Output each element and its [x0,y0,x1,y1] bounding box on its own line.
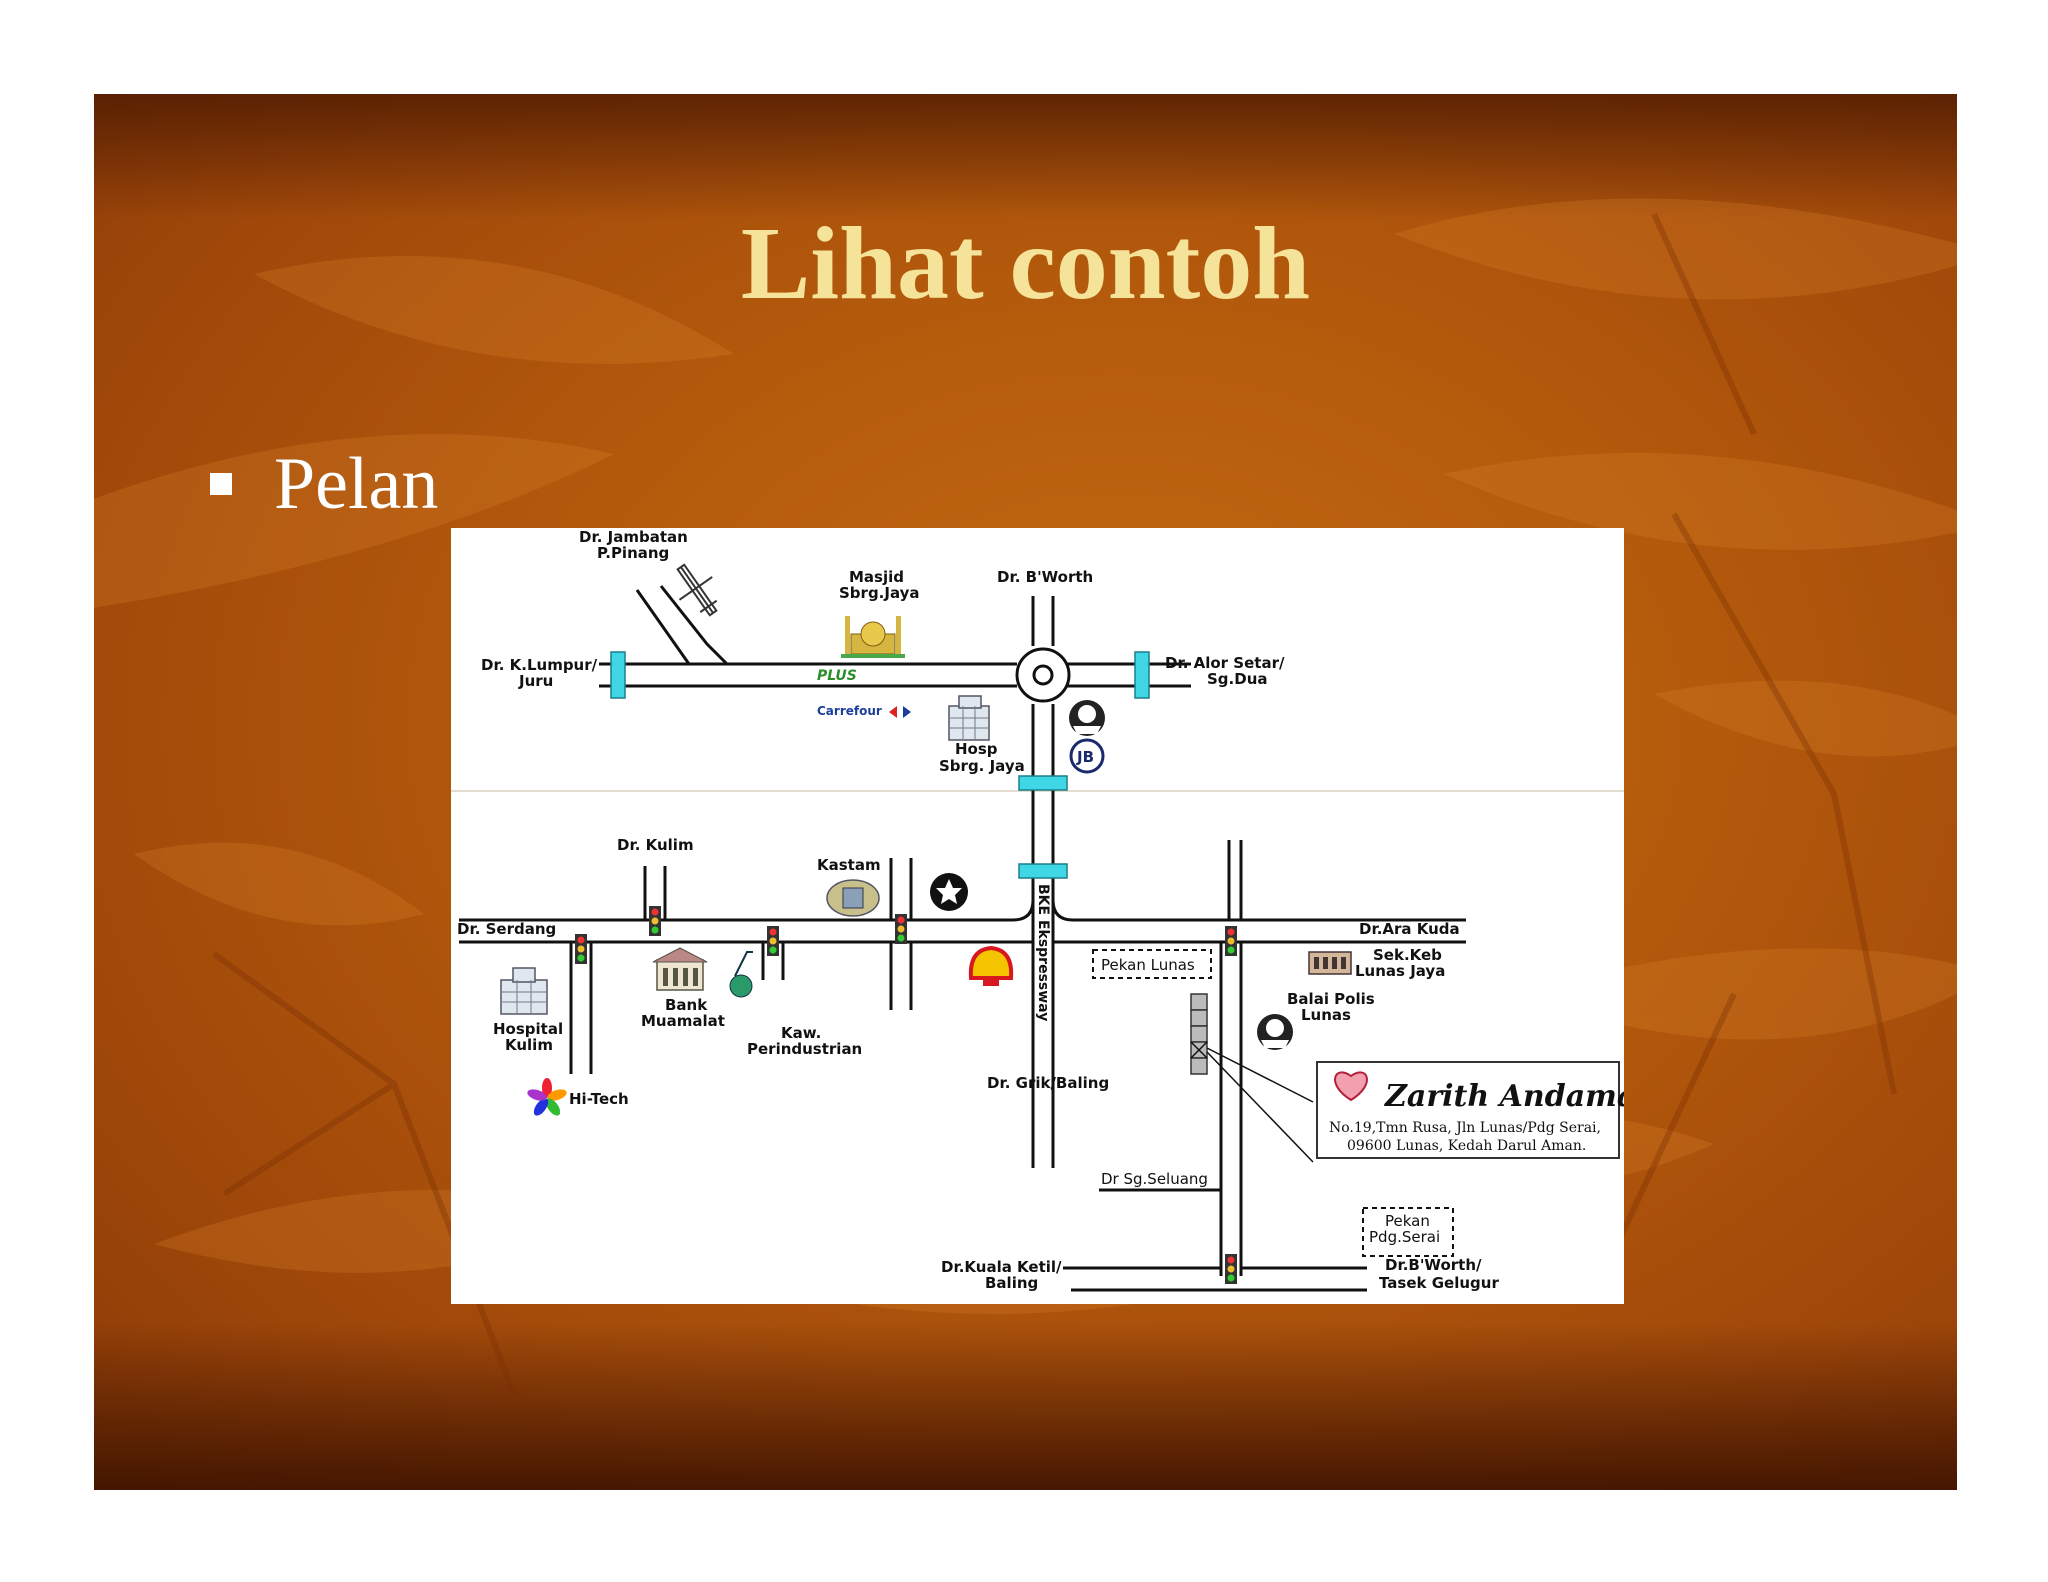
industrial-logo-icon [729,951,753,998]
venue-address-line-2: 09600 Lunas, Kedah Darul Aman. [1347,1138,1586,1154]
label-hospital-1: Hospital [493,1020,563,1038]
label-pekan-pdg-2: Pdg.Serai [1369,1228,1440,1246]
label-kaw-1: Kaw. [781,1024,821,1042]
bullet-label: Pelan [274,442,439,525]
label-bworth-top: Dr. B'Worth [997,568,1093,586]
roundabout-icon [1015,647,1071,703]
location-map: PLUS Carrefour [451,528,1624,1304]
label-bworth-tasek-1: Dr.B'Worth/ [1385,1256,1482,1274]
label-kastam: Kastam [817,856,881,874]
label-jambatan-1: Dr. Jambatan [579,528,688,546]
carrefour-label: Carrefour [817,704,882,718]
label-bke-expressway: BKE Ekspressway [1035,884,1051,1021]
label-klumpur-1: Dr. K.Lumpur/ [481,656,598,674]
label-jambatan-2: P.Pinang [597,544,669,562]
customs-crest-icon [826,879,880,917]
label-sg-seluang: Dr Sg.Seluang [1101,1170,1208,1188]
police-crest-icon [1069,700,1105,736]
road-jambatan-2 [659,585,729,666]
toll-marker-east [1134,651,1150,699]
venue-address-line-1: No.19,Tmn Rusa, Jln Lunas/Pdg Serai, [1329,1120,1601,1136]
label-bworth-tasek-2: Tasek Gelugur [1379,1274,1499,1292]
label-bank-2: Muamalat [641,1012,725,1030]
label-pekan-pdg-1: Pekan [1385,1212,1430,1230]
carrefour-logo-icon: Carrefour [817,704,911,718]
traffic-light-icon [575,906,1237,1284]
label-kuala-ketil-1: Dr.Kuala Ketil/ [941,1258,1062,1276]
hospital-building-icon [500,967,548,1015]
mosque-icon [841,616,905,658]
bullet-item: Pelan [210,439,438,529]
bank-building-icon [652,947,708,991]
school-building-icon [1308,951,1352,975]
slide: Lihat contoh Pelan [94,94,1957,1490]
label-alor-setar-1: Dr. Alor Setar/ [1165,654,1285,672]
label-bank-1: Bank [665,996,708,1014]
label-hosp-2: Sbrg. Jaya [939,757,1025,775]
label-balai-polis-2: Lunas [1301,1006,1351,1024]
label-kaw-2: Perindustrian [747,1040,862,1058]
jkr-logo-icon: JB [1069,738,1105,774]
shell-logo-icon [968,945,1014,986]
pekan-pdg-serai-box [1362,1207,1454,1257]
label-ara-kuda: Dr.Ara Kuda [1359,920,1460,938]
slide-title: Lihat contoh [740,206,1311,321]
toll-marker-west [610,651,626,699]
airplane-icon [676,563,718,617]
plus-logo-icon: PLUS [815,668,955,684]
police-crest-icon [1257,1014,1293,1050]
label-hospital-2: Kulim [505,1036,553,1054]
venue-name: Zarith Andaman [1384,1079,1624,1114]
label-kuala-ketil-2: Baling [985,1274,1038,1292]
hospital-building-icon [948,695,990,741]
curve-ne [1051,899,1074,922]
bullet-square-icon [210,473,232,495]
label-serdang: Dr. Serdang [457,920,556,938]
toll-marker-bke-south [1018,863,1068,879]
label-grik: Dr. Grik/Baling [987,1074,1109,1092]
label-sek-keb-1: Sek.Keb [1373,946,1442,964]
shophouse-row [1190,993,1208,1075]
venue-callout: Zarith Andaman No.19,Tmn Rusa, Jln Lunas… [1316,1061,1624,1159]
jkr-label: JB [1076,748,1094,766]
label-masjid-2: Sbrg.Jaya [839,584,920,602]
label-balai-polis-1: Balai Polis [1287,990,1375,1008]
label-klumpur-2: Juru [518,672,553,690]
label-masjid-1: Masjid [849,568,904,586]
label-pekan-lunas: Pekan Lunas [1101,956,1195,974]
map-drawing: PLUS Carrefour [451,528,1624,1292]
plus-logo-label: PLUS [817,668,857,684]
heart-logo-icon [1334,1071,1368,1102]
venue-pointer-line [1206,1047,1314,1103]
label-alor-setar-2: Sg.Dua [1207,670,1268,688]
label-sek-keb-2: Lunas Jaya [1355,962,1445,980]
venue-pointer-line [1206,1051,1314,1163]
road-jambatan-1 [635,589,691,665]
label-hosp-1: Hosp [955,740,998,758]
label-hitech: Hi-Tech [569,1090,629,1108]
flower-logo-icon [527,1078,567,1116]
curve-nw [1012,899,1035,922]
toll-marker-bke-north [1018,775,1068,791]
label-kulim: Dr. Kulim [617,836,694,854]
star-logo-icon [930,873,968,911]
pekan-lunas-box [1092,949,1212,979]
